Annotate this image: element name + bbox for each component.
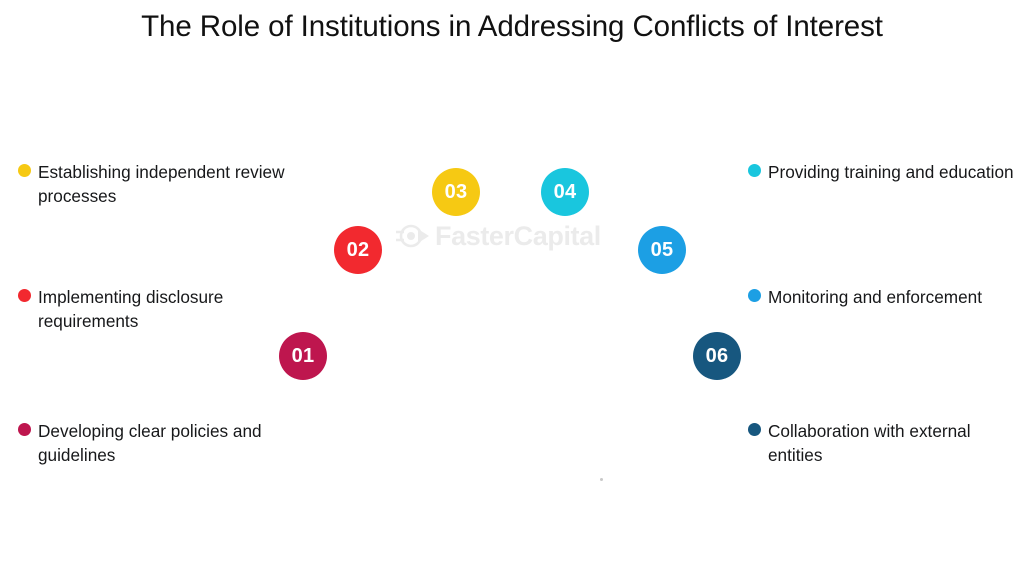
segment-badge-06[interactable]: 06: [693, 332, 741, 380]
legend-item-establishing-independent-review[interactable]: Establishing independent review processe…: [18, 160, 286, 209]
legend-bullet-icon-02: [18, 289, 31, 302]
segment-badge-01[interactable]: 01: [279, 332, 327, 380]
legend-bullet-icon-01: [18, 423, 31, 436]
legend-label-01: Developing clear policies and guidelines: [38, 421, 262, 466]
legend-item-developing-clear-policies[interactable]: Developing clear policies and guidelines: [18, 419, 286, 468]
semicircle-arc-diagram: [262, 152, 762, 432]
segment-number-05: 05: [650, 238, 674, 261]
legend-label-04: Providing training and education: [768, 162, 1014, 182]
segment-badge-04[interactable]: 04: [541, 168, 589, 216]
legend-item-collaboration-external[interactable]: Collaboration with external entities: [748, 419, 1024, 468]
stray-artifact-dot: [600, 478, 603, 481]
segment-number-06: 06: [705, 344, 729, 367]
page-title: The Role of Institutions in Addressing C…: [141, 10, 883, 43]
legend-label-05: Monitoring and enforcement: [768, 287, 983, 307]
legend-bullet-icon-04: [748, 164, 761, 177]
legend-bullet-icon-05: [748, 289, 761, 302]
legend-bullet-icon-06: [748, 423, 761, 436]
segment-badge-02[interactable]: 02: [334, 226, 382, 274]
legend-item-implementing-disclosure[interactable]: Implementing disclosure requirements: [18, 285, 286, 334]
legend-label-03: Establishing independent review processe…: [38, 162, 285, 207]
legend-item-monitoring-enforcement[interactable]: Monitoring and enforcement: [748, 285, 1024, 309]
legend-item-providing-training[interactable]: Providing training and education: [748, 160, 1024, 184]
segment-badge-05[interactable]: 05: [638, 226, 686, 274]
legend-label-06: Collaboration with external entities: [768, 421, 971, 466]
segment-number-03: 03: [444, 180, 468, 203]
segment-number-04: 04: [553, 180, 577, 203]
legend-bullet-icon-03: [18, 164, 31, 177]
arc-svg: [282, 187, 738, 420]
segment-number-01: 01: [291, 344, 315, 367]
segment-badge-03[interactable]: 03: [432, 168, 480, 216]
legend-label-02: Implementing disclosure requirements: [38, 287, 224, 332]
segment-number-02: 02: [346, 238, 370, 261]
